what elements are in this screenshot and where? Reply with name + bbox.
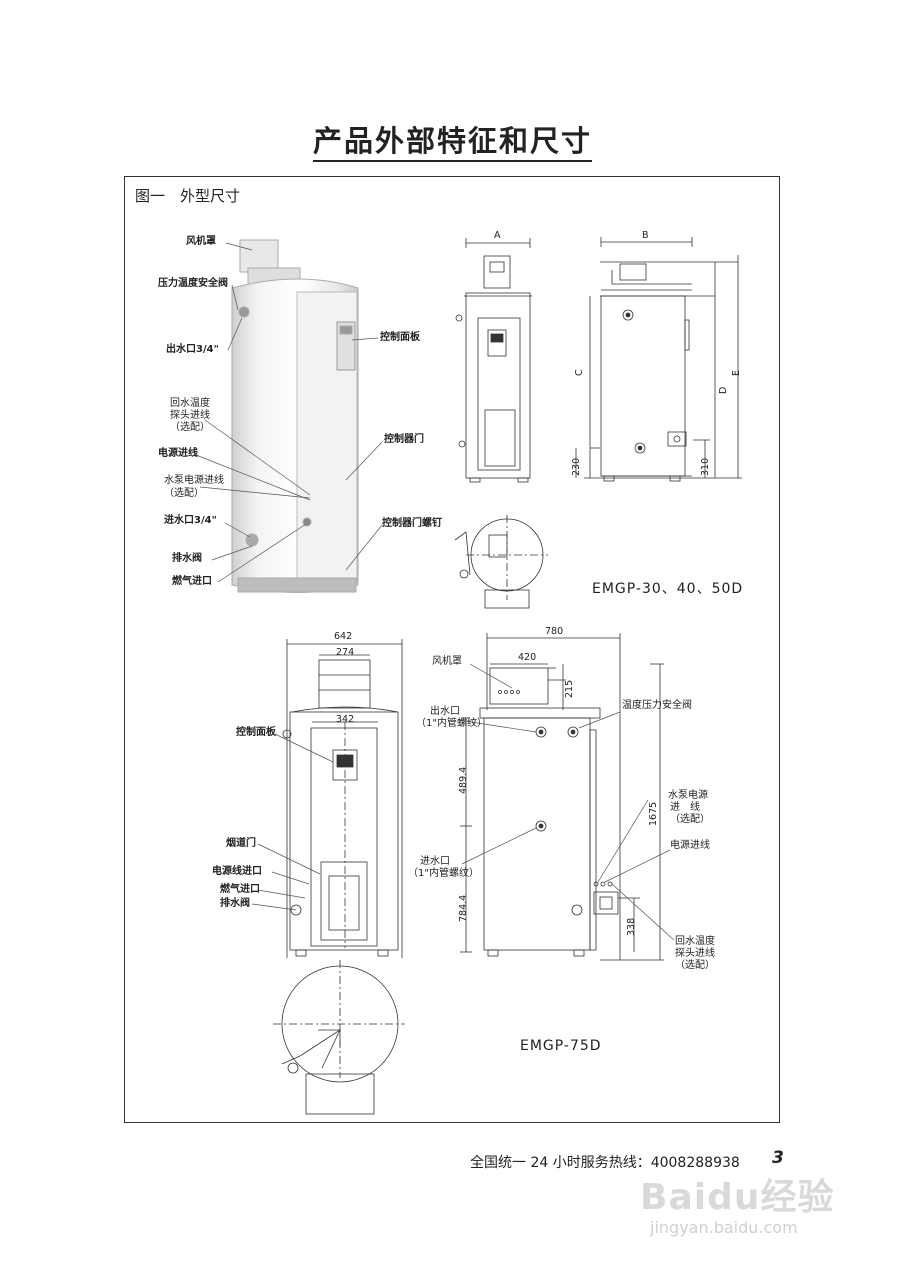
dim-342: 342	[336, 714, 355, 725]
label-l-pump-power-2: 进 线	[670, 802, 700, 813]
label-pump-power-2: （选配）	[164, 488, 204, 499]
label-l-inlet-1: 进水口	[420, 856, 450, 867]
label-drain-valve: 排水阀	[172, 553, 202, 564]
label-l-gas-in: 燃气进口	[220, 884, 260, 895]
label-l-outlet-2: （1"内管螺纹）	[416, 718, 487, 729]
label-pump-power-1: 水泵电源进线	[164, 475, 224, 486]
label-l-flue-door: 烟道门	[226, 838, 256, 849]
label-l-relief-valve: 温度压力安全阀	[622, 700, 692, 711]
large-top-view	[273, 960, 405, 1115]
dim-489: 489.4	[458, 766, 469, 794]
dim-1675: 1675	[648, 801, 659, 826]
dim-e: E	[731, 369, 742, 376]
large-front-view	[282, 639, 403, 958]
dim-d: D	[718, 386, 729, 394]
watermark-logo: Baidu经验	[640, 1177, 835, 1218]
dim-780: 780	[545, 626, 564, 637]
label-control-panel: 控制面板	[380, 332, 420, 343]
label-l-pump-power-1: 水泵电源	[668, 790, 708, 801]
label-l-return-3: （选配）	[675, 960, 715, 971]
dim-338: 338	[626, 917, 637, 936]
label-fan-hood: 风机罩	[186, 236, 216, 247]
dim-784: 784.4	[458, 894, 469, 922]
figure-caption: 图一 外型尺寸	[135, 187, 241, 205]
label-relief-valve: 压力温度安全阀	[158, 278, 228, 289]
label-l-pump-power-3: （选配）	[670, 814, 710, 825]
model-label-small: EMGP-30、40、50D	[592, 581, 744, 597]
watermark-url: jingyan.baidu.com	[650, 1218, 798, 1237]
label-l-power-in: 电源进线	[670, 840, 710, 851]
model-label-large: EMGP-75D	[520, 1038, 602, 1054]
dim-420: 420	[518, 652, 537, 663]
figure-frame	[124, 176, 780, 1123]
large-side-view	[460, 633, 664, 961]
dim-642: 642	[334, 631, 353, 642]
label-gas-inlet: 燃气进口	[172, 576, 212, 587]
label-l-return-2: 探头进线	[675, 948, 715, 959]
label-l-drain: 排水阀	[220, 898, 250, 909]
label-l-control-panel: 控制面板	[236, 727, 276, 738]
label-return-sensor-3: （选配）	[170, 422, 210, 433]
label-l-power-cable-in: 电源线进口	[212, 866, 262, 877]
label-l-inlet-2: （1"内管螺纹）	[408, 868, 479, 879]
label-control-door: 控制器门	[384, 434, 424, 445]
label-return-sensor-2: 探头进线	[170, 410, 210, 421]
dim-215: 215	[564, 679, 575, 698]
label-l-return-1: 回水温度	[675, 936, 715, 947]
dim-a: A	[494, 230, 501, 241]
page-number: 3	[772, 1148, 784, 1168]
label-l-outlet-1: 出水口	[430, 706, 460, 717]
label-power-in: 电源进线	[158, 448, 198, 459]
label-outlet: 出水口3/4"	[166, 344, 219, 355]
dim-274: 274	[336, 647, 355, 658]
dim-310: 310	[700, 457, 711, 476]
dim-230: 230	[571, 457, 582, 476]
small-top-view	[454, 515, 548, 609]
small-front-view	[455, 238, 532, 483]
label-return-sensor-1: 回水温度	[170, 398, 210, 409]
dim-c: C	[574, 369, 585, 376]
small-side-view	[575, 237, 742, 482]
label-door-screw: 控制器门螺钉	[382, 518, 442, 529]
label-inlet: 进水口3/4"	[164, 515, 217, 526]
heater-photo	[231, 239, 359, 593]
dim-b: B	[642, 230, 649, 241]
page-title: 产品外部特征和尺寸	[0, 118, 905, 162]
label-l-fan-hood: 风机罩	[432, 656, 462, 667]
footer-hotline: 全国统一 24 小时服务热线：4008288938	[470, 1155, 740, 1171]
